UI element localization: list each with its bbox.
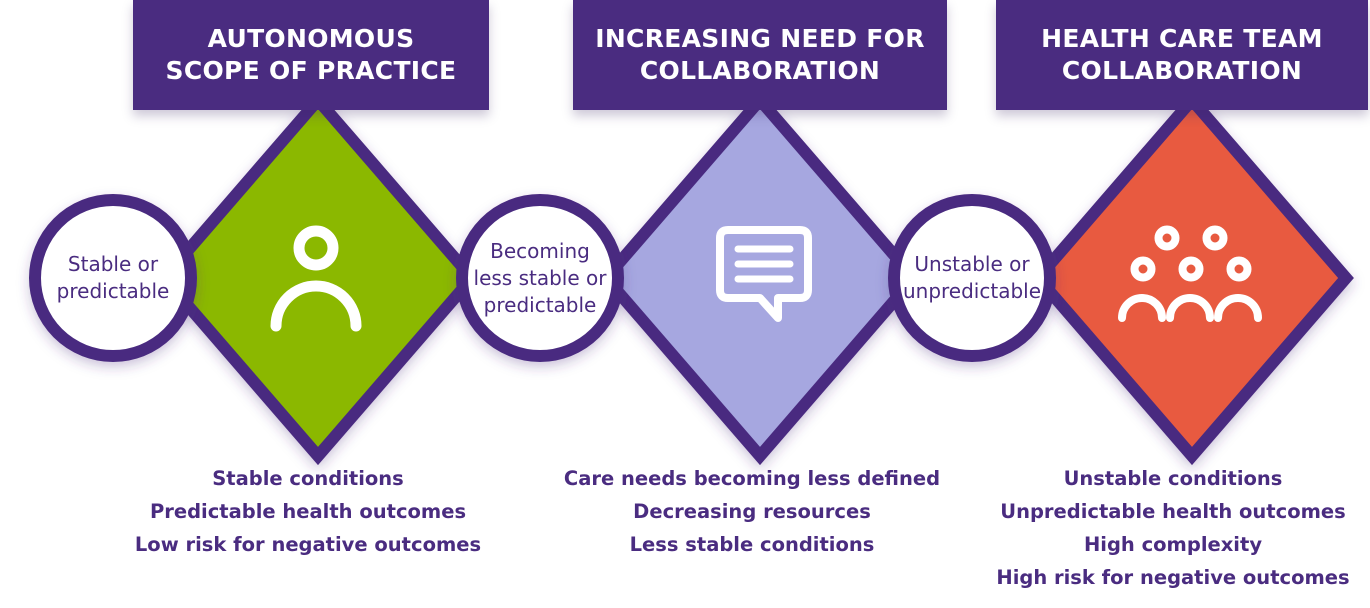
condition-item: Low risk for negative outcomes xyxy=(134,533,482,556)
circle-text-line: Unstable or xyxy=(914,252,1030,276)
circle-stable xyxy=(29,194,197,362)
circle-text-line: predictable xyxy=(56,279,170,303)
person-icon xyxy=(270,225,362,332)
circle-text-line: Becoming xyxy=(490,238,590,263)
banner-health-care-team: HEALTH CARE TEAM COLLABORATION xyxy=(996,0,1368,110)
circle-text-line: less stable or xyxy=(473,265,607,290)
condition-item: Unpredictable health outcomes xyxy=(1000,500,1346,523)
banner-line-2: COLLABORATION xyxy=(639,56,881,85)
conditions-list-team: Unstable conditions Unpredictable health… xyxy=(978,462,1368,594)
banner-line-2: COLLABORATION xyxy=(1061,56,1303,85)
condition-item: Predictable health outcomes xyxy=(149,500,467,523)
condition-item: Stable conditions xyxy=(212,467,404,490)
conditions-list-increasing: Care needs becoming less defined Decreas… xyxy=(530,462,974,561)
condition-item: Unstable conditions xyxy=(1063,467,1283,490)
circle-text-line: unpredictable xyxy=(902,279,1042,303)
circle-unstable xyxy=(888,194,1056,362)
circle-becoming-less-stable xyxy=(456,194,624,362)
condition-item: Care needs becoming less defined xyxy=(563,467,941,490)
condition-item: Less stable conditions xyxy=(629,533,875,556)
condition-item: High complexity xyxy=(1083,533,1263,556)
diamond-autonomous xyxy=(156,90,480,466)
banner-line-1: HEALTH CARE TEAM xyxy=(1041,24,1323,53)
conditions-list-autonomous: Stable conditions Predictable health out… xyxy=(98,462,518,561)
circle-text-line: Stable or xyxy=(67,252,159,276)
condition-item: Decreasing resources xyxy=(633,500,871,523)
banner-increasing-need: INCREASING NEED FOR COLLABORATION xyxy=(573,0,947,110)
banner-line-2: SCOPE OF PRACTICE xyxy=(165,56,457,85)
banner-line-1: INCREASING NEED FOR xyxy=(595,24,925,53)
chat-bubble-icon xyxy=(716,226,812,322)
circle-unstable-label: Unstable or unpredictable xyxy=(895,206,1049,350)
banner-autonomous-scope: AUTONOMOUS SCOPE OF PRACTICE xyxy=(133,0,489,110)
team-icon xyxy=(1118,225,1262,322)
circle-stable-label: Stable or predictable xyxy=(41,206,185,350)
banner-line-1: AUTONOMOUS xyxy=(207,24,415,53)
circle-becoming-less-stable-label: Becoming less stable or predictable xyxy=(468,206,612,350)
circle-text-line: predictable xyxy=(483,292,597,317)
condition-item: High risk for negative outcomes xyxy=(996,566,1350,589)
